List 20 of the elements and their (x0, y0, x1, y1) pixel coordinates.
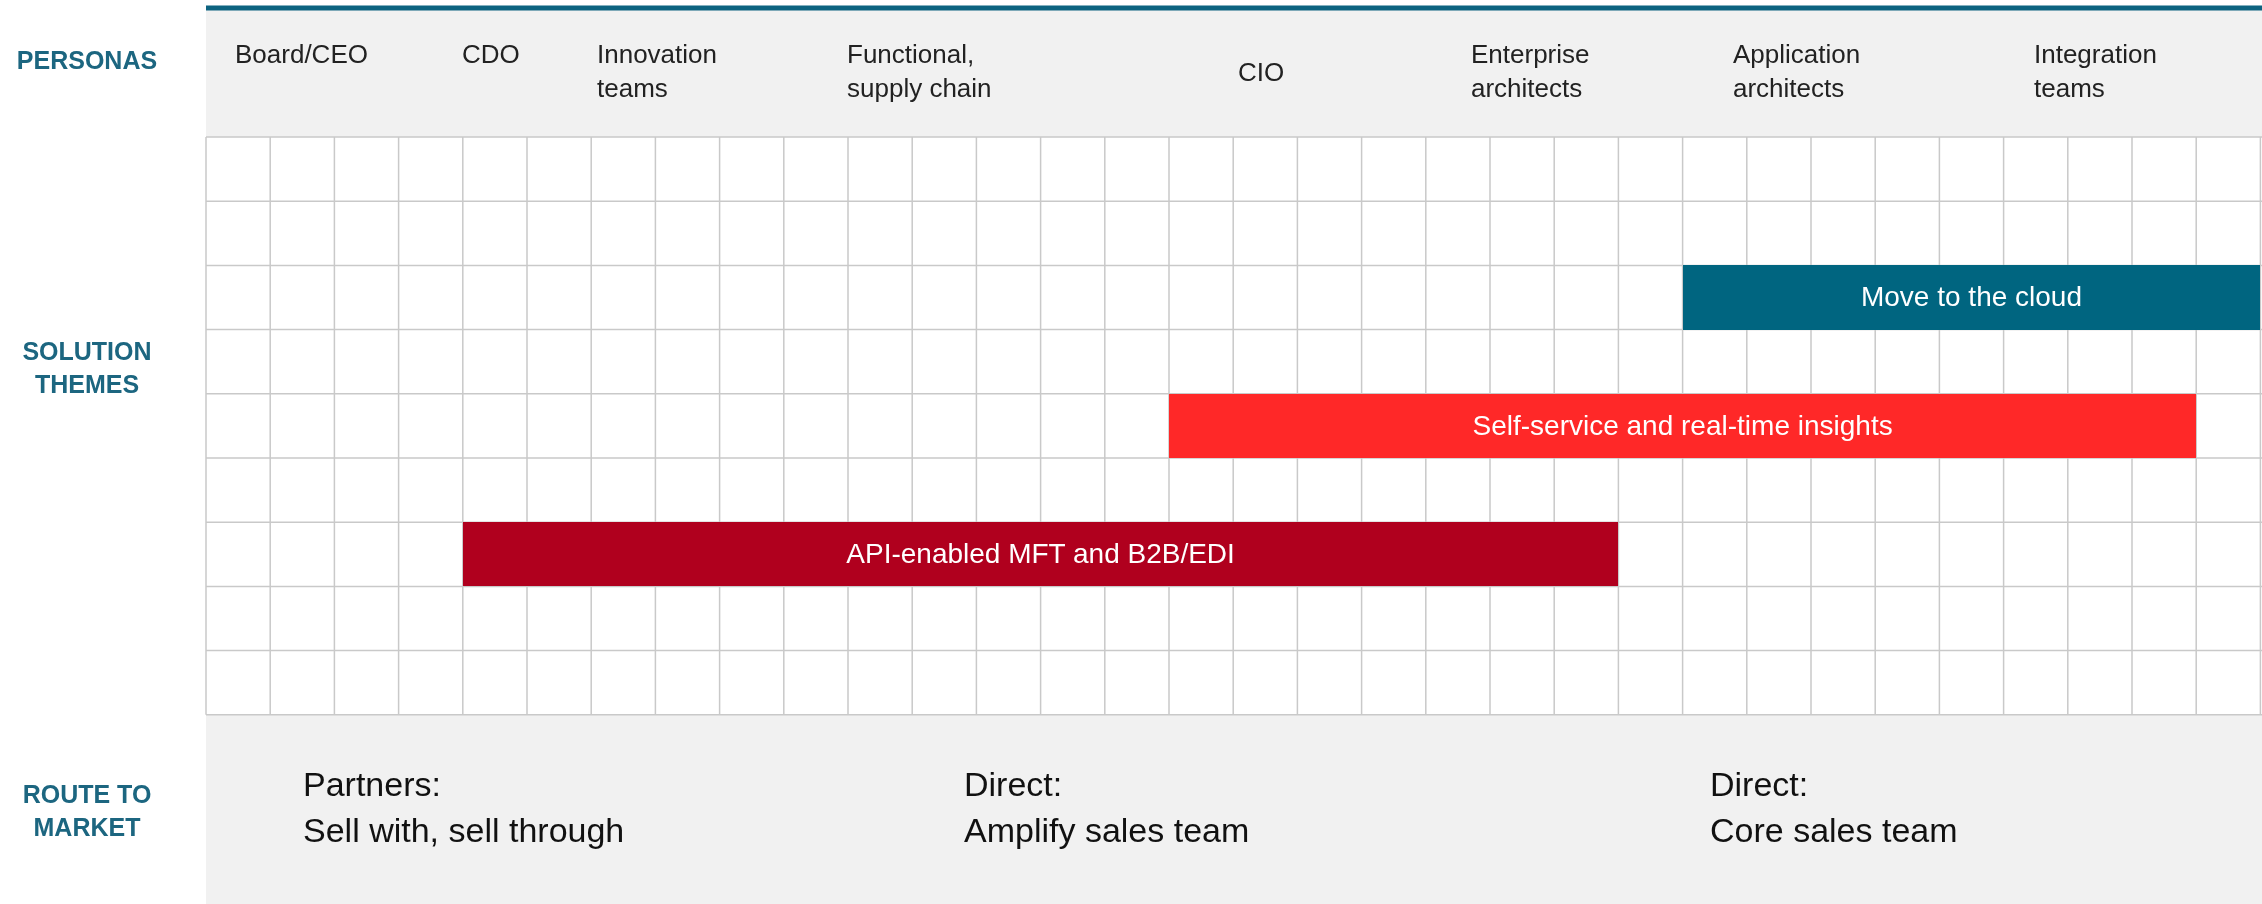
row-heading: SOLUTION THEMES (21, 336, 153, 400)
theme-bar: Self-service and real-time insights (1169, 393, 2197, 458)
theme-bar: API-enabled MFT and B2B/EDI (462, 522, 1619, 587)
row-heading: ROUTE TO MARKET (21, 779, 153, 843)
persona-label: Application architects (1733, 38, 1862, 105)
persona-label: Integration teams (2034, 38, 2158, 105)
channel-title: Direct: (1710, 764, 1809, 805)
persona-label: Board/CEO (235, 38, 369, 71)
persona-label: Functional, supply chain (847, 38, 993, 105)
channel-description: Sell with, sell through (303, 810, 625, 851)
channel-description: Amplify sales team (964, 810, 1250, 851)
persona-label: Enterprise architects (1471, 38, 1591, 105)
persona-label: CDO (462, 38, 521, 71)
persona-label: CIO (1238, 56, 1286, 89)
channel-title: Direct: (964, 764, 1063, 805)
row-heading: PERSONAS (15, 45, 159, 76)
theme-bar: Move to the cloud (1682, 265, 2261, 330)
persona-label: Innovation teams (597, 38, 718, 105)
channel-title: Partners: (303, 764, 441, 805)
channel-description: Core sales team (1710, 810, 1958, 851)
